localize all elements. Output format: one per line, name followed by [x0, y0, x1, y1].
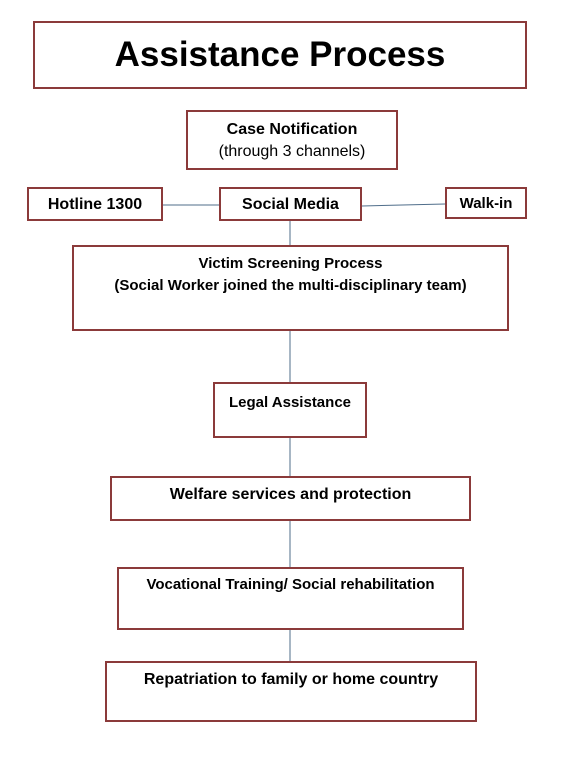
walk-in-label: Walk-in — [459, 195, 513, 212]
repatriation-label: Repatriation to family or home country — [143, 671, 439, 688]
legal-assistance-label: Legal Assistance — [229, 394, 351, 411]
repatriation-box: Repatriation to family or home country — [105, 661, 477, 722]
social-media-label: Social Media — [242, 196, 339, 213]
diagram-title: Assistance Process — [114, 35, 446, 74]
connector-social-walkin — [361, 203, 446, 207]
case-notification-box: Case Notification (through 3 channels) — [186, 110, 398, 170]
victim-screening-box: Victim Screening Process (Social Worker … — [72, 245, 509, 331]
title-box: Assistance Process — [33, 21, 527, 89]
hotline-box: Hotline 1300 — [27, 187, 163, 221]
welfare-services-box: Welfare services and protection — [110, 476, 471, 521]
victim-screening-subtitle: (Social Worker joined the multi-discipli… — [114, 277, 467, 294]
legal-assistance-box: Legal Assistance — [213, 382, 367, 438]
social-media-box: Social Media — [219, 187, 362, 221]
case-notification-subtitle: (through 3 channels) — [218, 143, 366, 160]
hotline-label: Hotline 1300 — [47, 196, 143, 213]
vocational-training-box: Vocational Training/ Social rehabilitati… — [117, 567, 464, 630]
case-notification-label: Case Notification — [226, 121, 358, 138]
walk-in-box: Walk-in — [445, 187, 527, 219]
welfare-services-label: Welfare services and protection — [169, 486, 412, 503]
vocational-training-label: Vocational Training/ Social rehabilitati… — [146, 576, 435, 593]
victim-screening-label: Victim Screening Process — [198, 255, 383, 272]
